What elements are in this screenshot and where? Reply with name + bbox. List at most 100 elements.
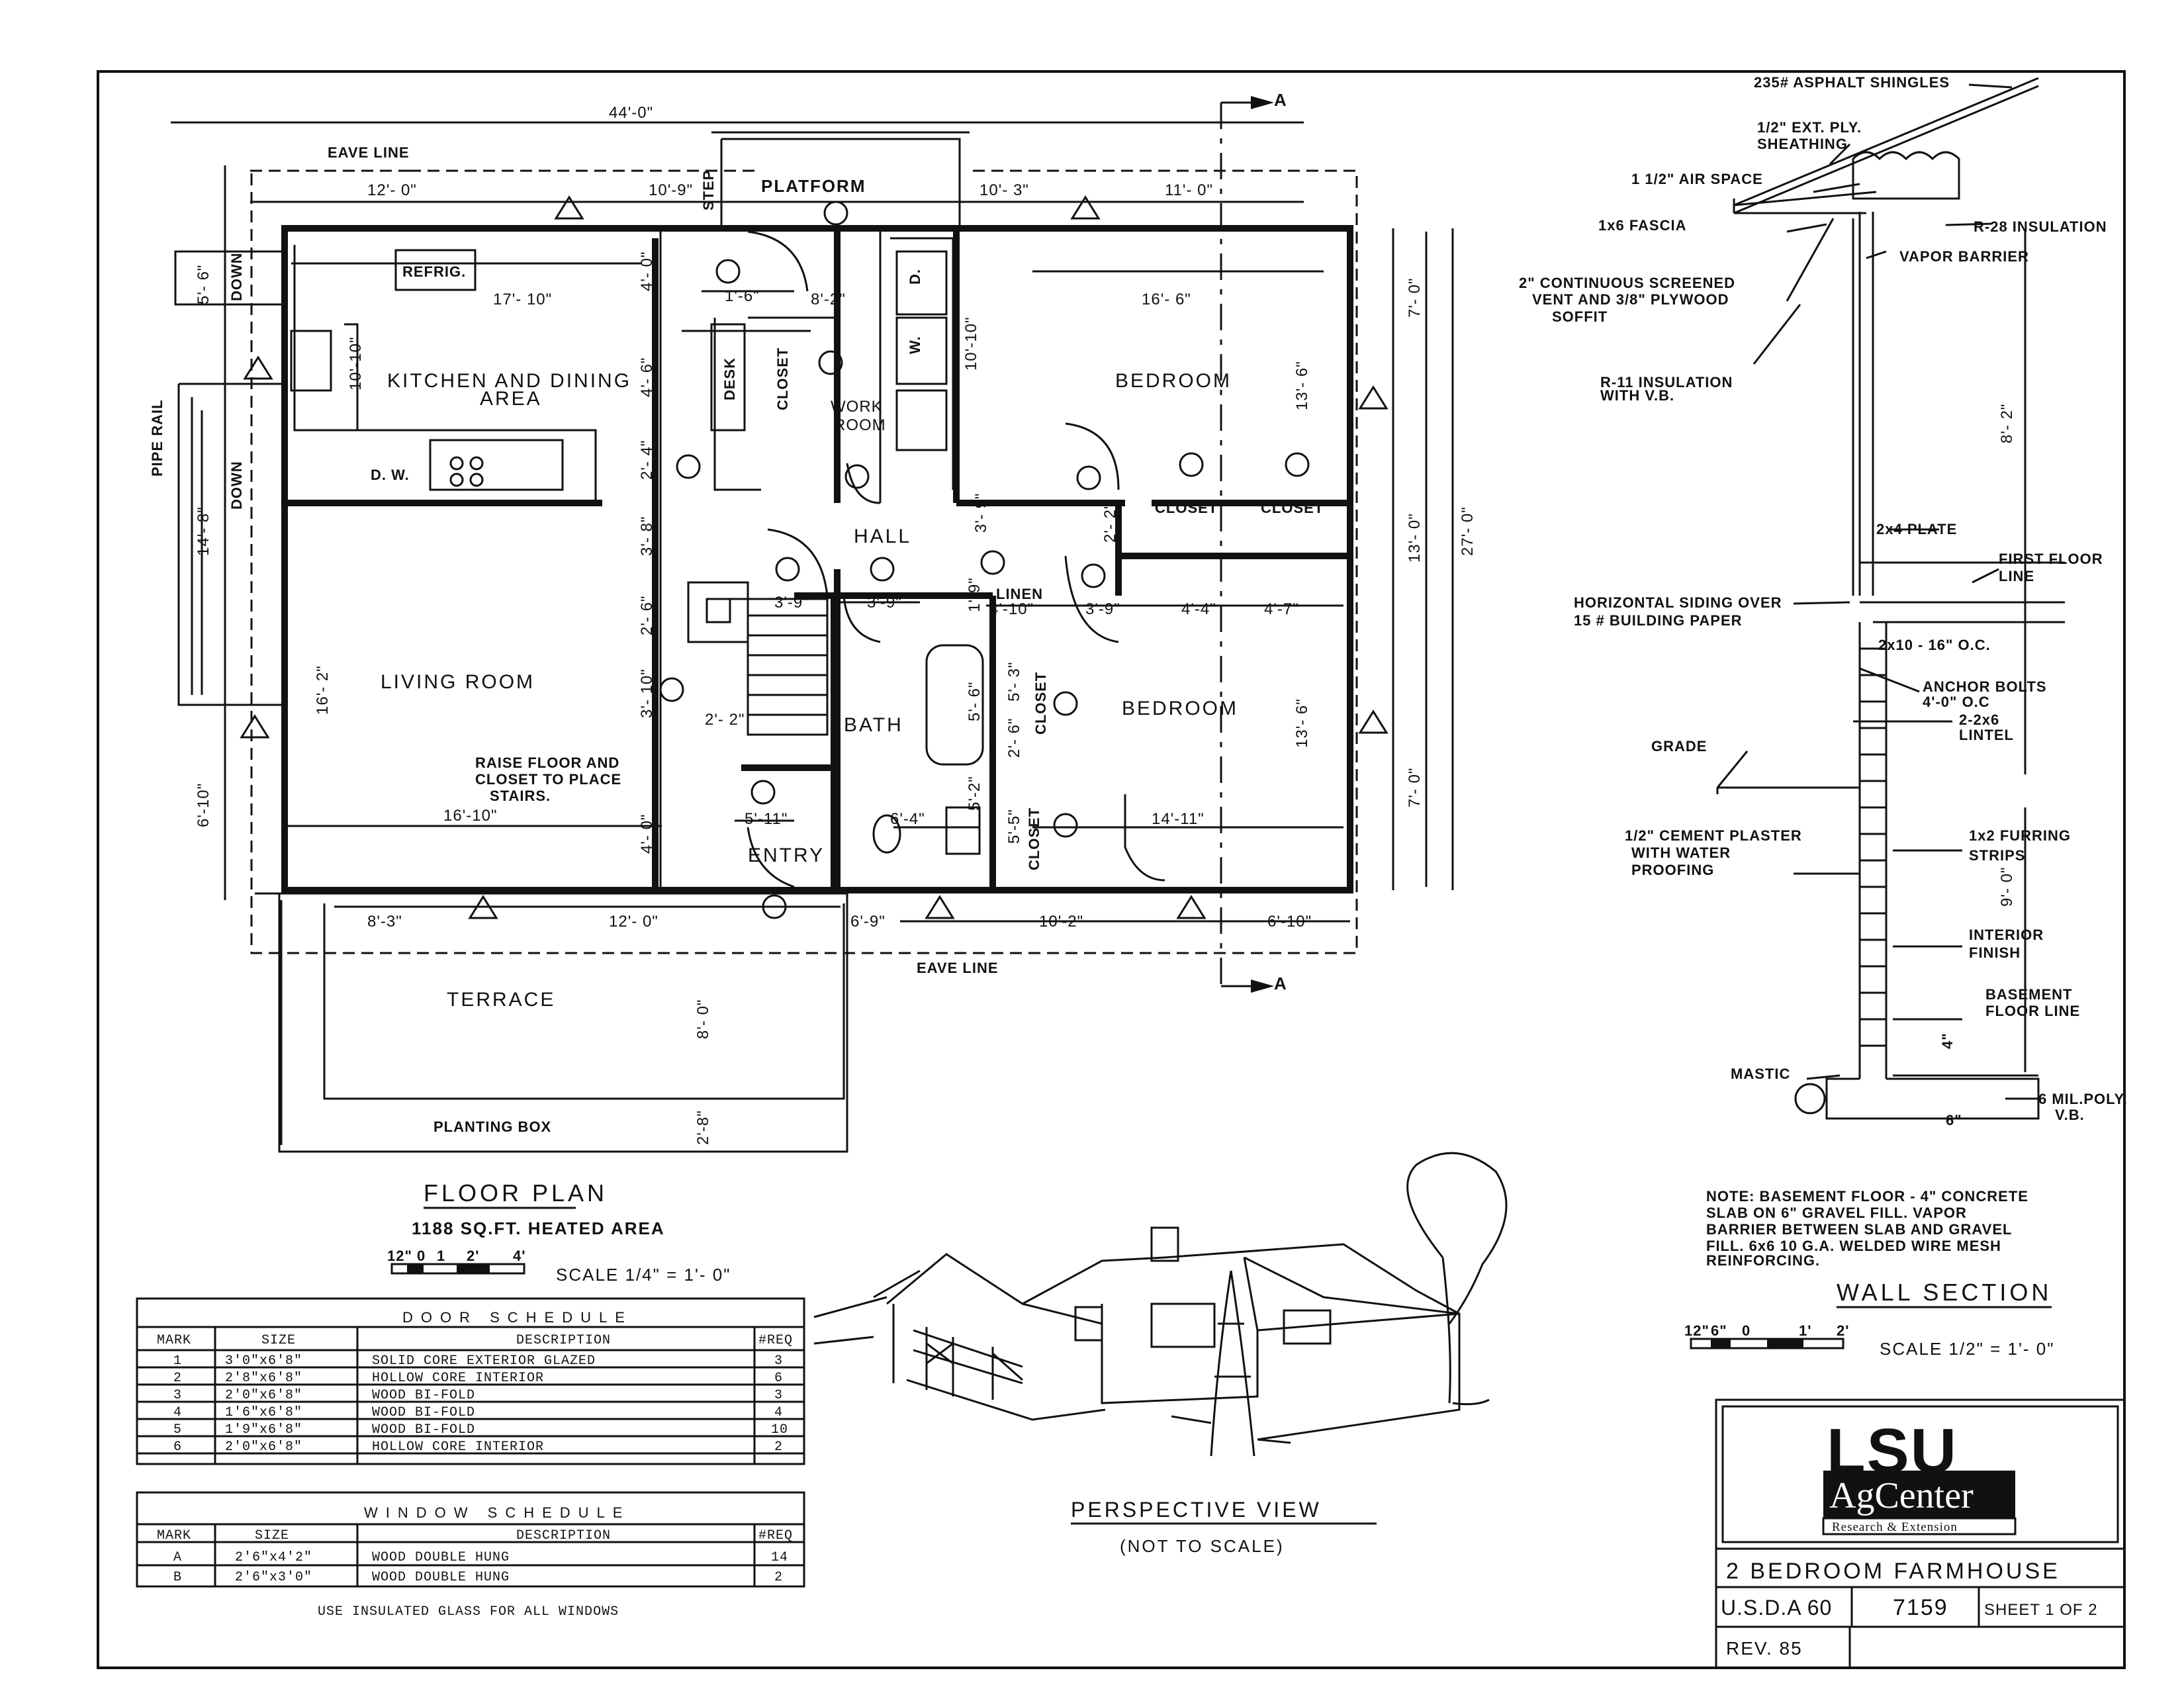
window-row-description: WOOD DOUBLE HUNG: [372, 1570, 510, 1585]
door-row-description: SOLID CORE EXTERIOR GLAZED: [372, 1353, 596, 1369]
perspective-subtitle: (NOT TO SCALE): [1120, 1536, 1285, 1556]
label-sheathing: SHEATHING: [1757, 136, 1848, 152]
agcenter-tagline: Research & Extension: [1832, 1520, 1958, 1534]
chimney: [687, 581, 749, 643]
dim-text: 2'- 2": [705, 711, 745, 729]
dim-text: 1'-6": [725, 287, 760, 305]
terrace-outline: [255, 892, 848, 1153]
window-row-mark: A: [173, 1550, 182, 1565]
chimney-flue: [705, 598, 731, 623]
usda-number: U.S.D.A 60: [1721, 1596, 1832, 1620]
window-row-req: 14: [771, 1550, 788, 1565]
door-header-description: DESCRIPTION: [516, 1333, 611, 1348]
scale-tick: 0: [1742, 1322, 1751, 1339]
label-first-floor: FIRST FLOOR: [1999, 551, 2103, 567]
label-vent: 2" CONTINUOUS SCREENED: [1519, 275, 1735, 291]
floor-plan: [171, 96, 1454, 1153]
wall-section-note: BARRIER BETWEEN SLAB AND GRAVEL: [1706, 1221, 2012, 1238]
dim-text: 10'-10": [962, 317, 980, 371]
closet-label-work: CLOSET: [774, 347, 791, 410]
dim-text: 13'- 0": [1406, 513, 1424, 563]
dim-text: 3'- 8": [638, 516, 656, 556]
label-cement-plaster: PROOFING: [1631, 862, 1714, 878]
dim-text: 2'- 6": [1005, 718, 1023, 758]
range: [290, 330, 332, 392]
washer: [895, 316, 948, 385]
dim-text: 4'- 0": [638, 814, 656, 854]
door-row-req: 4: [774, 1405, 783, 1420]
dim-text: 13'- 6": [1293, 361, 1311, 410]
cedar-tree: [1210, 1270, 1255, 1457]
foundation-wall: [1825, 622, 2040, 1120]
door-row-size: 2'0"x6'8": [225, 1388, 302, 1403]
kitchen-label-2: AREA: [480, 388, 542, 410]
kitchen-counters: [293, 245, 597, 503]
door-row-description: WOOD BI-FOLD: [372, 1422, 475, 1438]
raise-note-3: STAIRS.: [490, 788, 551, 804]
lavatory: [945, 806, 981, 855]
closet-label-bed2: CLOSET: [1026, 807, 1042, 870]
dim-text: 6'-10": [195, 783, 212, 827]
window-row-description: WOOD DOUBLE HUNG: [372, 1550, 510, 1565]
sheet-border: [97, 70, 2126, 1669]
kitchen-label: KITCHEN AND DINING: [387, 370, 631, 392]
door-row-mark: 6: [173, 1440, 182, 1455]
project-title: 2 BEDROOM FARMHOUSE: [1726, 1559, 2060, 1584]
house-foundation: [906, 1379, 1291, 1444]
dim-text: 3'-9": [774, 594, 809, 612]
house-window-center: [1150, 1303, 1216, 1348]
label-mastic: MASTIC: [1731, 1066, 1790, 1082]
floor-plan-labels: 44'-0" EAVE LINE EAVE LINE PLATFORM STEP…: [149, 90, 1477, 1145]
scale-tick: 4': [513, 1248, 525, 1264]
dim-text: 12'- 0": [367, 181, 417, 199]
eave-line: [250, 169, 1358, 954]
wall-section-note: REINFORCING.: [1706, 1252, 1820, 1269]
floor-system: [1860, 561, 2065, 623]
linen-label: LINEN: [996, 586, 1043, 602]
door-row-req: 3: [774, 1353, 783, 1369]
label-r11: R-11 INSULATION: [1600, 374, 1733, 390]
door-row-size: 3'0"x6'8": [225, 1353, 302, 1369]
scale-tick: 2': [467, 1248, 479, 1264]
wall-section-scale: SCALE 1/2" = 1'- 0": [1880, 1339, 2054, 1359]
window-openings: [283, 227, 1351, 891]
window-header-mark: MARK: [157, 1528, 191, 1543]
raise-note-1: RAISE FLOOR AND: [475, 754, 619, 771]
pipe-rail-label: PIPE RAIL: [149, 399, 165, 477]
dim-text: 5'-2": [966, 776, 983, 811]
dim-text: 8'-2": [811, 291, 846, 308]
door-row-req: 2: [774, 1440, 783, 1455]
dim-text: 5'- 6": [966, 682, 983, 721]
label-basement-height: 9'- 0": [1998, 867, 2016, 907]
dim-text: 5'- 6": [195, 265, 212, 304]
dim-text: 27'- 0": [1459, 506, 1477, 556]
door-row-mark: 4: [173, 1405, 182, 1420]
label-poly: 6 MIL.POLY.: [2038, 1091, 2128, 1107]
door-row-size: 2'0"x6'8": [225, 1440, 302, 1455]
window-tag-markers: [240, 195, 1388, 919]
door-row-description: WOOD BI-FOLD: [372, 1405, 475, 1420]
label-sheathing: 1/2" EXT. PLY.: [1757, 119, 1862, 136]
label-basement-floor: BASEMENT: [1985, 986, 2072, 1003]
washer-label: W.: [907, 336, 923, 354]
label-siding: HORIZONTAL SIDING OVER: [1574, 594, 1782, 611]
window-row-size: 2'6"x4'2": [235, 1550, 312, 1565]
door-row-size: 2'8"x6'8": [225, 1371, 302, 1386]
refrig-label: REFRIG.: [402, 263, 466, 280]
floor-plan-title: FLOOR PLAN 1188 SQ.FT. HEATED AREA 12" 0…: [387, 1179, 729, 1285]
label-cement-plaster: 1/2" CEMENT PLASTER: [1625, 827, 1802, 844]
agcenter-logo-bg: [1823, 1471, 2015, 1518]
dim-text: 8'-3": [367, 913, 402, 931]
deciduous-tree: [1406, 1152, 1508, 1406]
eave-line-label-2: EAVE LINE: [917, 960, 999, 976]
label-gravel-thickness: 6": [1946, 1112, 1962, 1128]
raise-note-2: CLOSET TO PLACE: [475, 771, 621, 788]
platform: [711, 131, 970, 228]
scale-tick: 2': [1837, 1322, 1849, 1339]
dim-text: 10'-2": [1039, 913, 1083, 931]
closet-label-bath: CLOSET: [1032, 672, 1049, 735]
dim-text: 5'-11": [745, 810, 788, 828]
down-label-1: DOWN: [228, 252, 245, 301]
window-header-size: SIZE: [255, 1528, 289, 1543]
dim-text: 3'- 10": [638, 668, 656, 718]
